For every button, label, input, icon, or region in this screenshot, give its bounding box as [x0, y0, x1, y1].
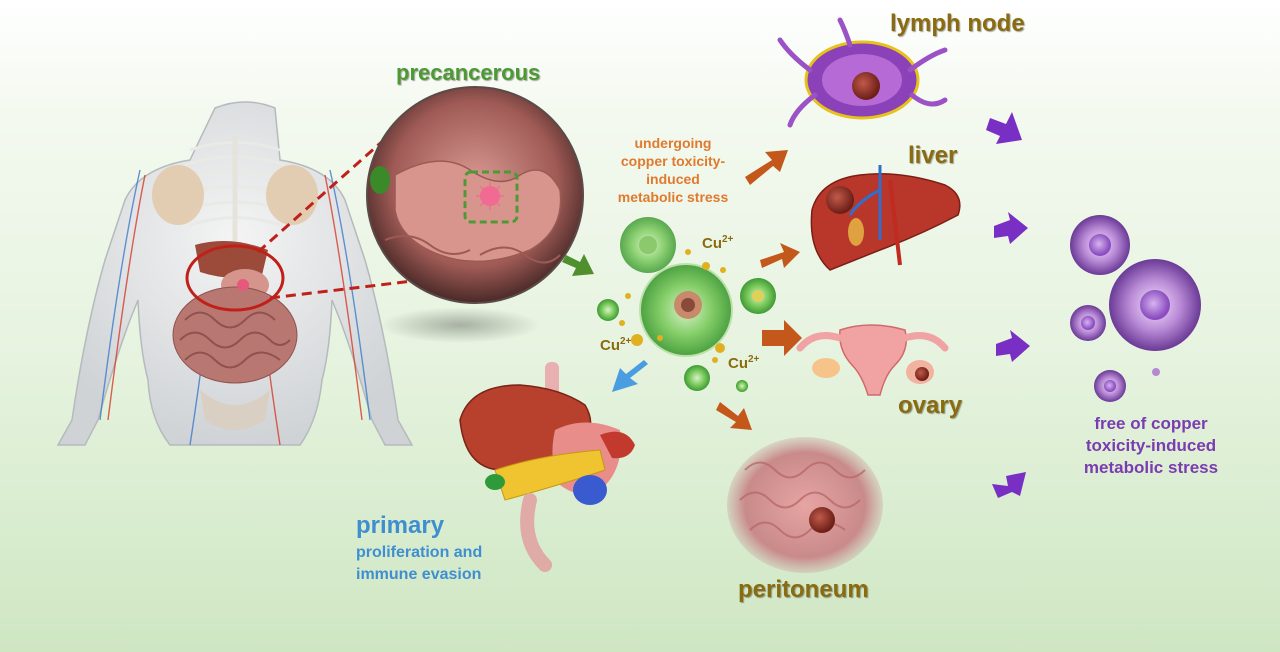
copper-stress-line-4: metabolic stress — [598, 188, 748, 206]
human-body-anatomy-icon — [58, 102, 412, 445]
primary-label: primary — [356, 512, 444, 540]
digestive-organs-icon — [460, 362, 635, 565]
copper-ion-label-1: Cu2+ — [702, 234, 733, 252]
copper-ion-label-2: Cu2+ — [600, 336, 631, 354]
ovary-label: ovary — [898, 392, 962, 420]
primary-caption-line-2: immune evasion — [356, 564, 482, 586]
primary-caption: proliferation and immune evasion — [356, 542, 482, 586]
peritoneum-intestine-icon — [727, 437, 883, 573]
blue-arrow — [612, 360, 648, 392]
copper-stress-caption: undergoing copper toxicity- induced meta… — [598, 134, 748, 206]
liver-label: liver — [908, 142, 957, 170]
lymph-node-label: lymph node — [890, 10, 1025, 38]
green-arrow — [562, 254, 594, 276]
copper-stress-line-3: induced — [598, 170, 748, 188]
free-cells-caption: free of copper toxicity-induced metaboli… — [1060, 413, 1242, 479]
free-caption-line-2: toxicity-induced — [1060, 435, 1242, 457]
copper-stress-line-2: copper toxicity- — [598, 152, 748, 170]
precancerous-label: precancerous — [396, 60, 540, 86]
peritoneum-label: peritoneum — [738, 576, 869, 604]
free-cells-icon — [1070, 215, 1201, 402]
copper-stress-line-1: undergoing — [598, 134, 748, 152]
free-caption-line-3: metabolic stress — [1060, 457, 1242, 479]
liver-icon — [811, 165, 959, 270]
copper-ion-label-3: Cu2+ — [728, 354, 759, 372]
primary-caption-line-1: proliferation and — [356, 542, 482, 564]
stomach-magnified-icon — [367, 87, 583, 303]
uterus-ovary-icon — [800, 325, 945, 395]
purple-arrows — [986, 112, 1030, 498]
free-caption-line-1: free of copper — [1060, 413, 1242, 435]
